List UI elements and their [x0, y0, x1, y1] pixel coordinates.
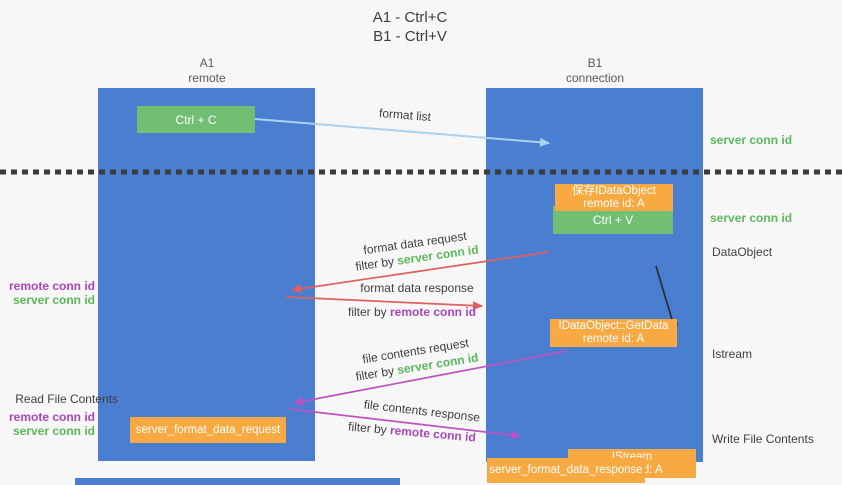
idataobject-getdata-node: IDataObject::GetData remote id: A	[550, 319, 677, 347]
server-format-data-response-label: server_format_data_response	[489, 464, 643, 476]
save-idataobject-line2: remote id: A	[583, 197, 645, 210]
diagram-title: A1 - Ctrl+C B1 - Ctrl+V	[320, 8, 500, 46]
server-format-data-request-node: server_format_data_request	[130, 417, 286, 443]
save-idataobject-node: 保存IDataObject remote id: A	[555, 184, 673, 211]
server-conn-id-side-label-top: server conn id	[710, 133, 793, 147]
right-column-header: B1 connection	[535, 56, 655, 86]
filter-by-text-2: filter by	[347, 305, 390, 319]
format-data-response-label: format data response	[360, 281, 474, 295]
left-column-subtitle: remote	[188, 71, 226, 85]
right-column-name: B1	[587, 56, 603, 70]
server-format-data-response-node: server_format_data_response	[487, 458, 645, 483]
getdata-line2: remote id: A	[582, 333, 645, 345]
remote-conn-id-left-label-2: remote conn id	[8, 410, 95, 424]
filter-by-text-4: filter by	[347, 419, 391, 438]
getdata-line1: IDataObject::GetData	[558, 320, 669, 332]
right-column-subtitle: connection	[565, 71, 625, 85]
server-conn-id-left-label-2: server conn id	[12, 424, 95, 438]
read-file-contents-label: Read File Contents	[15, 392, 118, 406]
ctrl-c-node: Ctrl + C	[137, 106, 255, 133]
filter-by-remote-conn-id-label-1: filter by remote conn id	[338, 305, 486, 319]
remote-conn-id-text-2: remote conn id	[389, 423, 477, 445]
server-format-data-request-label: server_format_data_request	[135, 423, 281, 436]
server-conn-id-side-label-mid: server conn id	[710, 211, 793, 225]
write-file-contents-label: Write File Contents	[712, 432, 814, 446]
title-line-1: A1 - Ctrl+C	[372, 9, 448, 26]
format-list-label: format list	[378, 105, 432, 125]
ctrl-c-label: Ctrl + C	[175, 112, 217, 127]
left-column-name: A1	[199, 56, 215, 70]
server-conn-id-left-label-1: server conn id	[12, 293, 95, 307]
lifeline-b1-connection	[486, 88, 703, 462]
lifeline-a1-remote	[98, 88, 315, 461]
ctrl-v-label: Ctrl + V	[592, 213, 634, 227]
save-idataobject-line1: 保存IDataObject	[572, 184, 656, 197]
bottom-partial-column	[75, 478, 400, 485]
left-column-header: A1 remote	[147, 56, 267, 86]
remote-conn-id-text-1: remote conn id	[390, 305, 477, 319]
remote-conn-id-left-label-1: remote conn id	[8, 279, 95, 293]
dataobject-side-label: DataObject	[712, 245, 773, 259]
title-line-2: B1 - Ctrl+V	[373, 28, 447, 45]
istream-side-label: Istream	[712, 347, 753, 361]
